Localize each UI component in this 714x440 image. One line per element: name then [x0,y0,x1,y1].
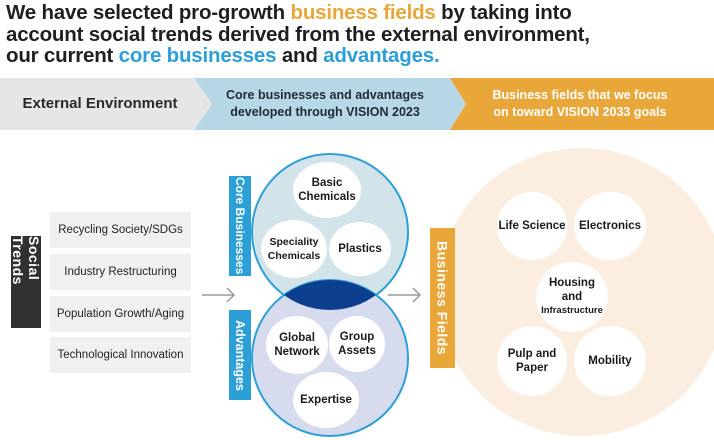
trend-item: Recycling Society/SDGs [50,212,191,248]
bubble-electronics: Electronics [574,192,646,260]
arrow-right-2 [388,287,422,303]
core-businesses-label: Core Businesses [229,176,251,276]
trend-item: Population Growth/Aging [50,296,191,332]
advantages-label: Advantages [229,310,251,400]
chevron-focus [450,78,714,130]
highlight-advantages: advantages. [323,44,440,67]
headline: We have selected pro-growth business fie… [6,2,706,67]
trend-item: Technological Innovation [50,337,191,373]
trend-item: Industry Restructuring [50,254,191,290]
chevron-external [0,78,212,130]
bubble-life-science: Life Science [497,192,567,260]
highlight-core-businesses: core businesses [118,44,277,67]
social-trends-label: Social Trends [10,236,42,328]
chevron-band [0,78,714,130]
headline-line-3: our current core businesses and advantag… [6,44,440,67]
business-fields-label: Business Fields [430,228,455,368]
chevron-external-label: External Environment [22,95,178,112]
bubble-expertise: Expertise [293,372,359,428]
bubble-mobility: Mobility [574,326,646,396]
chevron-core [194,78,466,130]
headline-line-1: We have selected pro-growth business fie… [6,1,572,24]
bubble-plastics: Plastics [329,222,391,276]
highlight-business-fields: business fields [290,1,436,24]
arrow-right-1 [202,287,236,303]
headline-line-2: account social trends derived from the e… [6,22,590,46]
